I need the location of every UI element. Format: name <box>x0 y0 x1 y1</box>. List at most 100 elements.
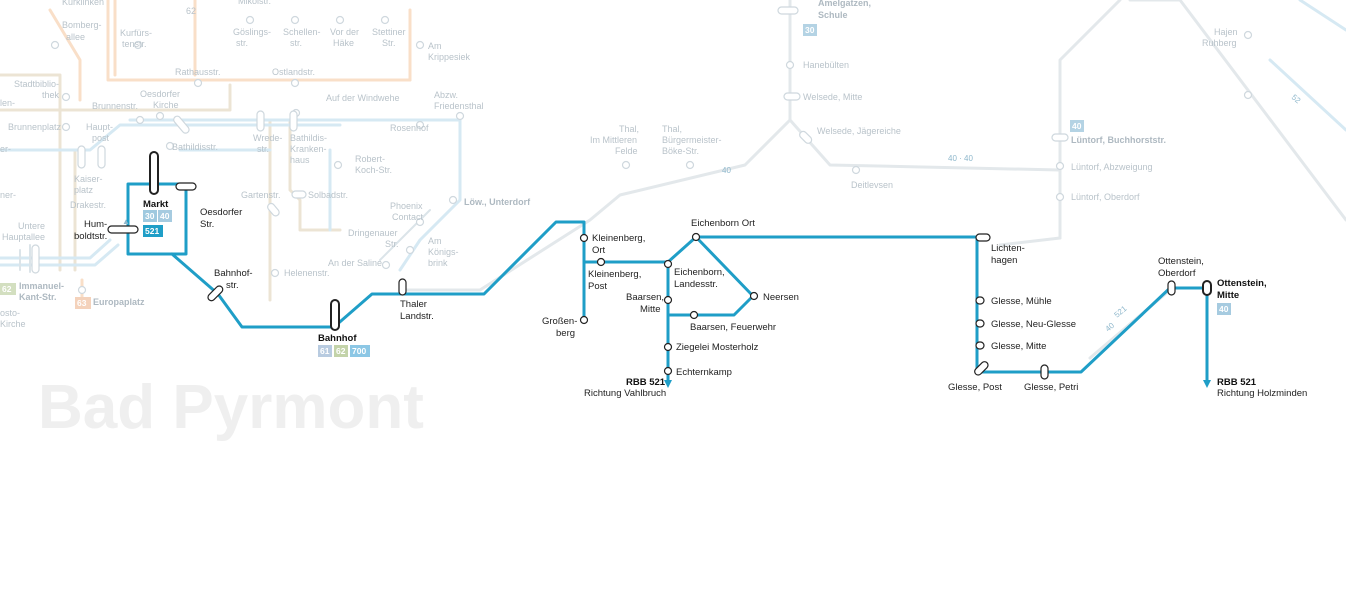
svg-text:Kirche: Kirche <box>0 319 26 329</box>
svg-text:Richtung Vahlbruch: Richtung Vahlbruch <box>584 388 666 399</box>
svg-text:62: 62 <box>186 6 196 16</box>
svg-text:Drakestr.: Drakestr. <box>70 200 106 210</box>
svg-text:Lüntorf, Oberdorf: Lüntorf, Oberdorf <box>1071 192 1140 202</box>
svg-text:30: 30 <box>145 211 155 221</box>
svg-text:Brunnenplatz: Brunnenplatz <box>8 122 62 132</box>
svg-text:Großen-: Großen- <box>542 316 577 327</box>
background-network <box>0 0 1346 360</box>
svg-text:40: 40 <box>1072 121 1082 131</box>
svg-text:Glesse, Petri: Glesse, Petri <box>1024 382 1078 393</box>
background-badges: 30 40 62 63 62 <box>0 6 1084 309</box>
svg-text:thek: thek <box>42 90 60 100</box>
badge-521 <box>143 225 163 237</box>
svg-text:61: 61 <box>320 346 330 356</box>
svg-text:Am: Am <box>428 41 442 51</box>
svg-text:Ottenstein,: Ottenstein, <box>1217 278 1267 289</box>
svg-text:700: 700 <box>352 346 366 356</box>
svg-text:ner-: ner- <box>0 190 16 200</box>
svg-text:Friedensthal: Friedensthal <box>434 101 484 111</box>
background-stop-pills <box>31 6 1069 274</box>
svg-text:Deitlevsen: Deitlevsen <box>851 180 893 190</box>
direction-arrows <box>664 380 1211 388</box>
svg-text:Ziegelei Mosterholz: Ziegelei Mosterholz <box>676 342 759 353</box>
svg-text:Kant-Str.: Kant-Str. <box>19 292 57 302</box>
svg-text:Robert-: Robert- <box>355 154 385 164</box>
svg-text:62: 62 <box>2 284 12 294</box>
svg-text:allee: allee <box>66 32 85 42</box>
svg-text:Landstr.: Landstr. <box>400 311 434 322</box>
svg-text:Hauptallee: Hauptallee <box>2 232 45 242</box>
svg-text:Glesse, Neu-Glesse: Glesse, Neu-Glesse <box>991 319 1076 330</box>
svg-text:Eichenborn Ort: Eichenborn Ort <box>691 218 755 229</box>
city-watermark: Bad Pyrmont <box>38 373 424 442</box>
svg-text:Contact: Contact <box>392 212 424 222</box>
svg-text:Mitte: Mitte <box>1217 290 1239 301</box>
svg-text:Glesse, Mitte: Glesse, Mitte <box>991 341 1046 352</box>
svg-text:Koch-Str.: Koch-Str. <box>355 165 392 175</box>
svg-text:platz: platz <box>74 185 94 195</box>
svg-text:40: 40 <box>160 211 170 221</box>
svg-text:Ottenstein,: Ottenstein, <box>1158 256 1204 267</box>
svg-text:len-: len- <box>0 98 15 108</box>
svg-text:Stadtbiblio-: Stadtbiblio- <box>14 79 59 89</box>
up-arrow-icon: ▲ <box>122 217 130 226</box>
svg-text:Richtung Holzminden: Richtung Holzminden <box>1217 388 1307 399</box>
svg-text:Ruhberg: Ruhberg <box>1202 38 1237 48</box>
main-stop-pills <box>107 151 1212 380</box>
svg-text:str.: str. <box>290 38 302 48</box>
svg-text:str.: str. <box>257 144 269 154</box>
svg-text:Thaler: Thaler <box>400 299 427 310</box>
svg-text:RBB 521: RBB 521 <box>626 377 666 388</box>
badge-30 <box>143 210 157 222</box>
background-labels: Kurklinken Bomberg-allee Kurfürs-tenstr.… <box>0 0 1303 334</box>
svg-text:Thal,: Thal, <box>662 124 682 134</box>
svg-text:Phoenix: Phoenix <box>390 201 423 211</box>
svg-text:Brunnenstr.: Brunnenstr. <box>92 101 138 111</box>
svg-text:Thal,: Thal, <box>619 124 639 134</box>
svg-text:Gartenstr.: Gartenstr. <box>241 190 281 200</box>
svg-text:Königs-: Königs- <box>428 247 459 257</box>
svg-text:Schellen-: Schellen- <box>283 27 321 37</box>
svg-text:Oesdorfer: Oesdorfer <box>200 207 242 218</box>
svg-text:boldtstr.: boldtstr. <box>74 231 107 242</box>
svg-text:Löw., Unterdorf: Löw., Unterdorf <box>464 197 531 207</box>
svg-text:52: 52 <box>1290 93 1303 106</box>
svg-text:521: 521 <box>145 226 159 236</box>
background-stops <box>50 15 1253 295</box>
svg-text:Ostlandstr.: Ostlandstr. <box>272 67 315 77</box>
svg-text:Stettiner: Stettiner <box>372 27 406 37</box>
svg-text:Ort: Ort <box>592 245 606 256</box>
svg-text:Wrede-: Wrede- <box>253 133 282 143</box>
svg-text:Oesdorfer: Oesdorfer <box>140 89 180 99</box>
svg-text:Post: Post <box>588 281 607 292</box>
svg-text:Str.: Str. <box>382 38 396 48</box>
svg-text:Böke-Str.: Böke-Str. <box>662 146 699 156</box>
svg-text:Welsede, Jägereiche: Welsede, Jägereiche <box>817 126 901 136</box>
svg-text:Vor der: Vor der <box>330 27 359 37</box>
svg-text:Kaiser-: Kaiser- <box>74 174 103 184</box>
svg-text:Oberdorf: Oberdorf <box>1158 268 1196 279</box>
svg-text:Lüntorf, Abzweigung: Lüntorf, Abzweigung <box>1071 162 1153 172</box>
svg-text:Baarsen, Feuerwehr: Baarsen, Feuerwehr <box>690 322 776 333</box>
svg-text:post: post <box>92 133 110 143</box>
svg-text:An der Saline: An der Saline <box>328 258 382 268</box>
svg-text:Rosenhof: Rosenhof <box>390 123 429 133</box>
svg-text:Kleinenberg,: Kleinenberg, <box>592 233 645 244</box>
svg-text:Kleinenberg,: Kleinenberg, <box>588 269 641 280</box>
svg-text:Glesse, Post: Glesse, Post <box>948 382 1002 393</box>
svg-text:Kirche: Kirche <box>153 100 179 110</box>
main-stop-pills-small <box>975 296 985 350</box>
svg-text:Bahnhof: Bahnhof <box>318 333 357 344</box>
svg-text:Auf der Windwehe: Auf der Windwehe <box>326 93 400 103</box>
svg-text:Str.: Str. <box>200 219 214 230</box>
svg-text:Felde: Felde <box>615 146 638 156</box>
svg-text:30: 30 <box>805 25 815 35</box>
svg-text:Bürgermeister-: Bürgermeister- <box>662 135 722 145</box>
svg-text:Kurfürs-: Kurfürs- <box>120 28 152 38</box>
badge-40 <box>158 210 172 222</box>
svg-text:Neersen: Neersen <box>763 292 799 303</box>
svg-text:Europaplatz: Europaplatz <box>93 297 145 307</box>
svg-text:Baarsen,: Baarsen, <box>626 292 664 303</box>
svg-text:40 · 40: 40 · 40 <box>948 154 973 163</box>
